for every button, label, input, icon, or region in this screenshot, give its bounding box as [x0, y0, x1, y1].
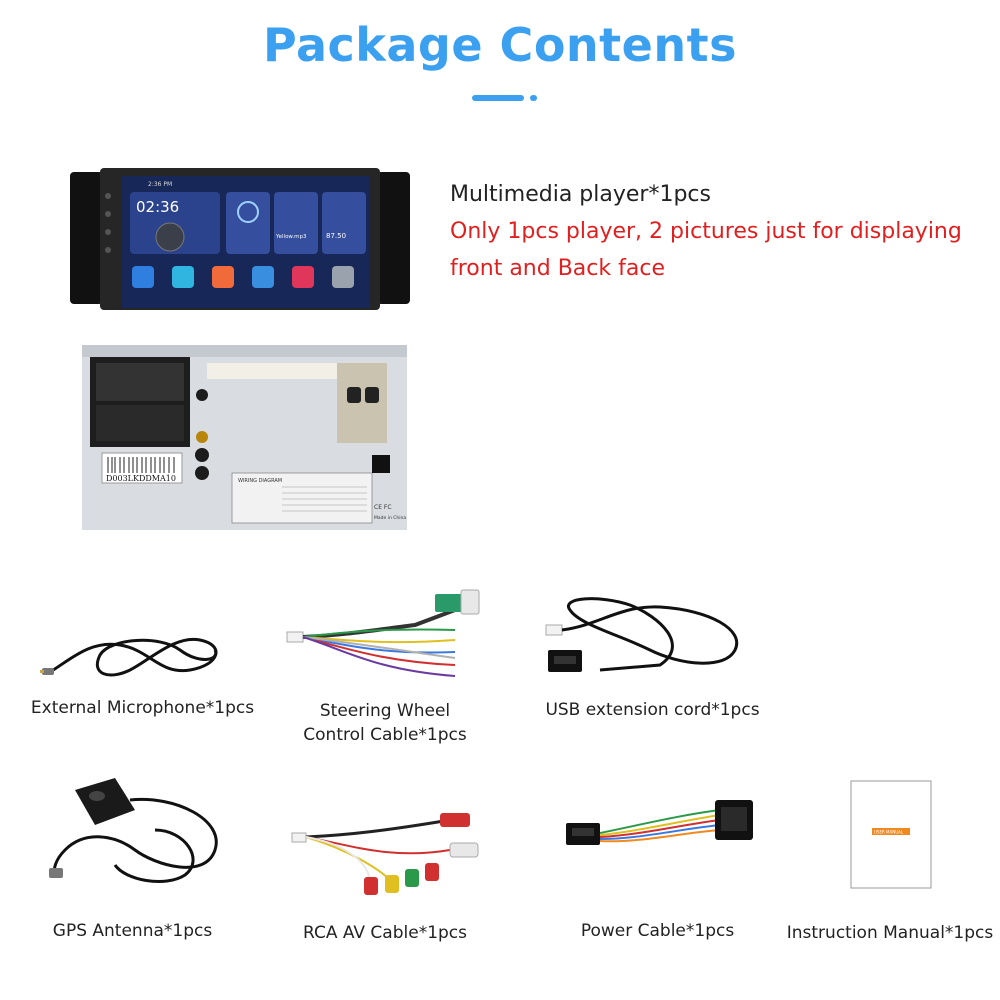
player-note-line2: front and Back face: [450, 256, 665, 281]
radio-freq-text: 87.50: [326, 232, 346, 240]
song-text: Yellow.mp3: [275, 234, 307, 240]
power-cable-image: [566, 800, 753, 845]
player-back-image: D003LKDDMA10 WIRING DIAGRAM CE FC Made i…: [82, 345, 407, 530]
gps-caption: GPS Antenna*1pcs: [52, 921, 213, 941]
player-label: Multimedia player*1pcs: [450, 182, 711, 207]
rca-caption: RCA AV Cable*1pcs: [302, 923, 467, 943]
steering-wheel-caption-line2: Control Cable*1pcs: [303, 725, 467, 745]
player-description: Multimedia player*1pcs Only 1pcs player,…: [450, 176, 962, 287]
player-note-line1: Only 1pcs player, 2 pictures just for di…: [450, 219, 962, 244]
usb-cable-image: [545, 597, 739, 672]
rca-cable-image: [291, 813, 479, 895]
manual-tag-text: USER MANUAL: [874, 830, 904, 835]
gps-antenna-image: [49, 778, 218, 883]
microphone-cable-image: [40, 637, 218, 677]
manual-image: USER MANUAL: [850, 780, 932, 889]
manual-caption: Instruction Manual*1pcs: [786, 923, 994, 943]
made-in-text: Made in China: [374, 515, 406, 521]
microphone-caption: External Microphone*1pcs: [30, 698, 255, 718]
title-underline: [472, 95, 524, 101]
screen-clock-text: 02:36: [136, 198, 179, 216]
ce-mark: CE FC: [374, 504, 392, 511]
player-front-image: 2:36 PM 02:36 Yellow.mp3 87.50: [70, 168, 410, 310]
steering-wheel-cable-image: [286, 589, 480, 677]
back-label-code: D003LKDDMA10: [106, 474, 176, 483]
page-title: Package Contents: [263, 18, 737, 72]
steering-wheel-caption: Steering Wheel Control Cable*1pcs: [280, 699, 490, 747]
title-underline-dot: [530, 95, 537, 101]
steering-wheel-caption-line1: Steering Wheel: [319, 701, 451, 721]
wiring-diagram-title: WIRING DIAGRAM: [238, 478, 282, 484]
power-caption: Power Cable*1pcs: [580, 921, 735, 941]
usb-caption: USB extension cord*1pcs: [545, 700, 760, 720]
status-time-text: 2:36 PM: [148, 181, 172, 188]
